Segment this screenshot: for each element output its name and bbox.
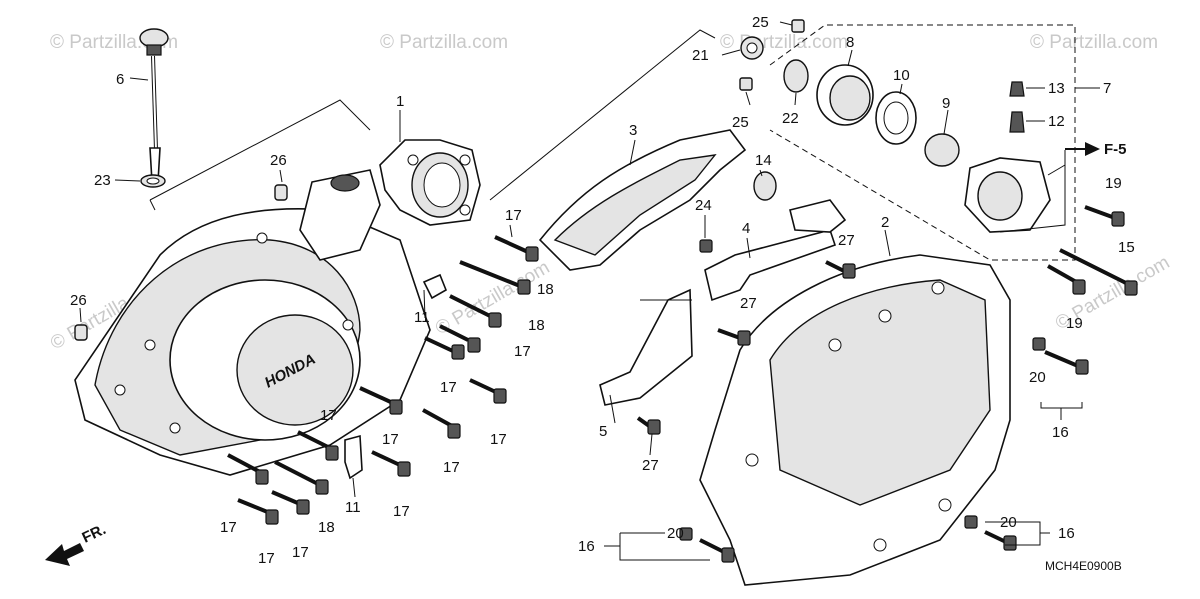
water-pump-group-box	[769, 24, 1076, 261]
right-crankcase-cover-part	[699, 254, 1011, 586]
bracket-part	[704, 229, 837, 302]
collar-part	[739, 77, 753, 91]
callout-label: 24	[695, 197, 712, 214]
clamp-part	[422, 273, 448, 300]
callout-label: 3	[629, 122, 637, 139]
callout-label: 26	[270, 152, 287, 169]
watermark: © Partzilla.com	[380, 32, 508, 53]
callout-label: 20	[667, 525, 684, 542]
callout-label: 25	[732, 114, 749, 131]
callout-label: 18	[537, 281, 554, 298]
cover-group-line	[489, 29, 716, 201]
callout-label: 20	[1000, 514, 1017, 531]
callout-label: 11	[414, 309, 430, 326]
pump-seal-part	[924, 133, 960, 167]
fitting-part	[1009, 81, 1025, 97]
callout-label: 17	[440, 379, 457, 396]
callout-label: 27	[838, 232, 855, 249]
callout-label: 8	[846, 34, 854, 51]
callout-label: 19	[1066, 315, 1083, 332]
callout-label: 17	[514, 343, 531, 360]
callout-label: 26	[70, 292, 87, 309]
grommet-part	[753, 171, 777, 201]
housing-part	[379, 139, 481, 226]
stay-part	[599, 288, 693, 406]
front-arrow: FR.	[45, 521, 109, 566]
reference-arrow-label: F-5	[1104, 141, 1127, 158]
callout-label: 17	[382, 431, 399, 448]
callout-label: 5	[599, 423, 607, 440]
cover-group-line	[149, 99, 371, 201]
callout-label: 25	[752, 14, 769, 31]
callout-label: 12	[1048, 113, 1065, 130]
callout-label: 17	[505, 207, 522, 224]
watermark: © Partzilla.com	[1030, 32, 1158, 53]
callout-labels: 6 23 26 26 1 3 14 24 4 27 27 27 5 2 25 2…	[70, 14, 1135, 567]
bolt-set-right	[636, 205, 1138, 563]
callout-label: 17	[490, 431, 507, 448]
reference-arrow: F-5	[1065, 141, 1127, 158]
callout-label: 6	[116, 71, 124, 88]
callout-label: 1	[396, 93, 404, 110]
callout-label: 16	[1052, 424, 1069, 441]
callout-label: 17	[320, 407, 337, 424]
callout-label: 21	[692, 47, 709, 64]
collar-part	[791, 19, 805, 33]
clamp-part	[344, 434, 363, 480]
callout-label: 9	[942, 95, 950, 112]
callout-label: 22	[782, 110, 799, 127]
callout-label: 19	[1105, 175, 1122, 192]
fitting-part	[1009, 111, 1025, 133]
filler-neck-part	[299, 169, 381, 261]
diagram-code: MCH4E0900B	[1045, 559, 1122, 573]
callout-label: 23	[94, 172, 111, 189]
callout-label: 10	[893, 67, 910, 84]
callout-label: 16	[1058, 525, 1075, 542]
callout-label: 11	[345, 499, 361, 516]
callout-label: 17	[393, 503, 410, 520]
callout-label: 7	[1103, 80, 1111, 97]
leader-lines	[79, 21, 1100, 561]
callout-label: 15	[1118, 239, 1135, 256]
callout-label: 17	[258, 550, 275, 567]
callout-label: 27	[740, 295, 757, 312]
callout-label: 18	[318, 519, 335, 536]
dowel-pin-part	[274, 184, 288, 201]
callout-label: 16	[578, 538, 595, 555]
callout-label: 17	[292, 544, 309, 561]
callout-label: 17	[220, 519, 237, 536]
leader-line	[149, 199, 156, 211]
callout-label: 18	[528, 317, 545, 334]
bearing-part	[783, 59, 809, 93]
callout-label: 14	[755, 152, 772, 169]
callout-label: 2	[881, 214, 889, 231]
callout-label: 17	[443, 459, 460, 476]
dipstick-part	[139, 28, 169, 183]
callout-label: 4	[742, 220, 750, 237]
front-arrow-label: FR.	[80, 521, 109, 547]
callout-label: 27	[642, 457, 659, 474]
left-crankcase-cover-part: HONDA	[74, 208, 431, 476]
bolt-set	[227, 235, 539, 525]
dowel-pin-part	[74, 324, 88, 341]
callout-label: 20	[1029, 369, 1046, 386]
callout-label: 13	[1048, 80, 1065, 97]
